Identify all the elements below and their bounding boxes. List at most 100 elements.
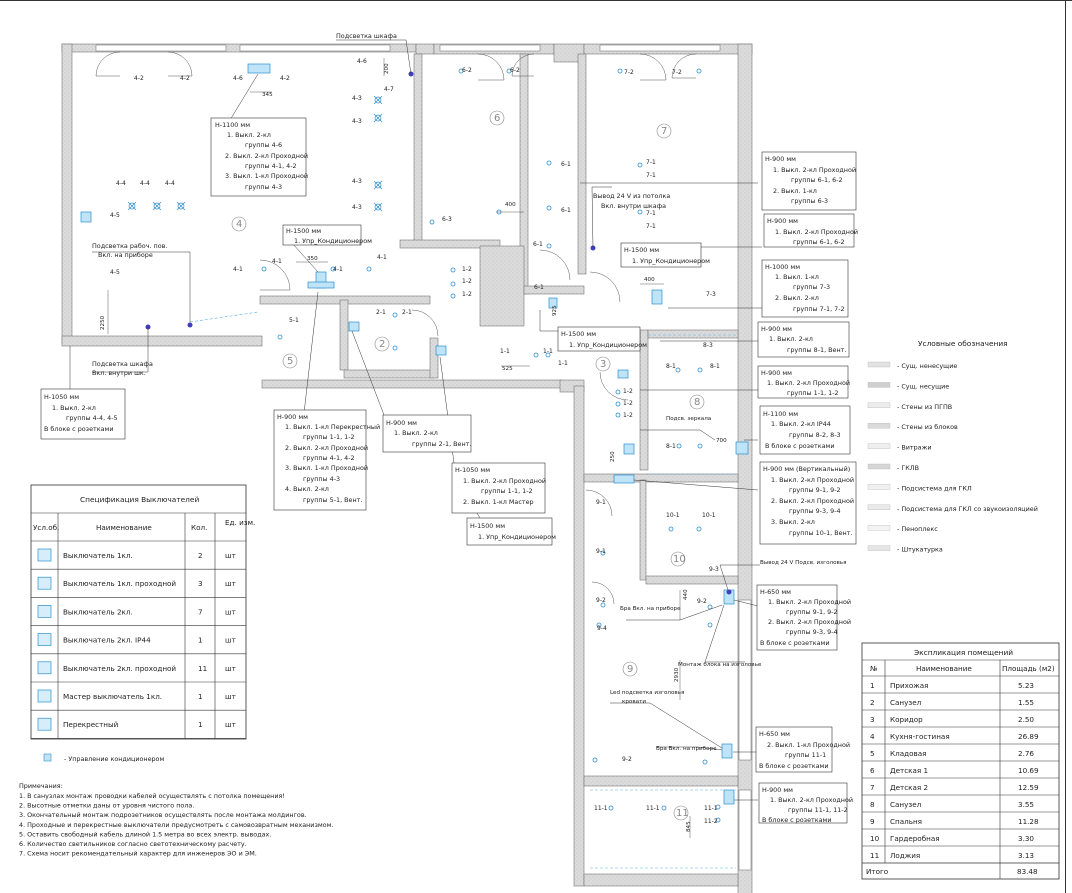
group-tag: 7-1 (646, 159, 656, 166)
callout-line: группы 4-3 (303, 475, 340, 483)
switch-spec-table: Спецификация Выключателей Усл.об. Наимен… (30, 484, 255, 763)
switch-1key-icon (37, 548, 52, 562)
group-tag: 7-2 (624, 69, 634, 76)
callout-line: 2. Выкл. 2-кл (775, 294, 819, 302)
callout-line: группы 6-1, 6-2 (791, 176, 843, 184)
dimension-value: 200 (384, 63, 390, 74)
group-tag: 1-2 (623, 412, 633, 419)
group-tag: 9-4 (597, 625, 607, 632)
dimension-value: 525 (502, 366, 513, 372)
room-number: 2 (379, 339, 385, 350)
group-tag: 10-1 (702, 512, 716, 519)
explication-num: 7 (870, 783, 875, 792)
callout-line: группы 6-3 (791, 197, 828, 205)
legend-title: Условные обозначения (918, 339, 1008, 348)
callout-line: Подсв. зеркала (666, 416, 711, 422)
legend-item-label: - Сущ. несущие (897, 382, 949, 390)
callout-line: группы 6-1, 6-2 (793, 238, 845, 246)
spec-unit: шт (225, 579, 236, 588)
explication-name: Прихожая (890, 681, 929, 690)
group-tag: 4-1 (272, 258, 282, 265)
note-line: 3. Окончательный монтаж подрозетников ос… (19, 811, 307, 819)
callout-line: группы 4-6 (245, 141, 282, 149)
spec-qty: 2 (198, 551, 203, 560)
room-number: 5 (287, 356, 293, 367)
callout-texts: Подсветка шкафа Н-1100 мм 1. Выкл. 2-кл … (44, 32, 858, 824)
group-tag: 7-2 (672, 69, 682, 76)
callout-line: группы 8-2, 8-3 (789, 431, 841, 439)
legend-item-label: - Штукатурка (897, 546, 943, 554)
callout-line: 1. Выкл. 2-кл Проходной (463, 477, 546, 485)
spec-header: Наименование (96, 523, 152, 532)
callout-line: группы 11-1 (785, 751, 826, 759)
group-tag: 4-5 (110, 269, 120, 276)
note-line: 6. Количество светильников согласно свет… (19, 840, 247, 848)
group-tag: 4-4 (116, 180, 126, 187)
ac-control-icon (43, 753, 52, 762)
spec-unit: шт (225, 664, 236, 673)
callout-line: Н-1000 мм (765, 263, 800, 271)
group-tag: 4-3 (352, 118, 362, 125)
group-tag: 8-3 (703, 342, 713, 349)
explication-num: 10 (870, 834, 880, 843)
group-tag: 1-1 (543, 348, 553, 355)
group-tag: 10-1 (666, 512, 680, 519)
dimension-value: 700 (716, 438, 727, 444)
explication-total-label: Итого (866, 867, 888, 876)
callout-line: 1. Выкл. 2-кл Проходной (768, 598, 851, 606)
explication-header: Площадь (м2) (1002, 664, 1055, 673)
explication-num: 2 (870, 698, 875, 707)
group-tag: 1-2 (462, 291, 472, 298)
group-tag: 9-1 (596, 548, 606, 555)
callout-line: Н-1500 мм (286, 227, 321, 235)
callout-line: 2. Выкл. 1-кл Мастер (463, 498, 534, 506)
callout-line: В блоке с розетками (44, 425, 114, 433)
explication-area: 3.30 (1018, 834, 1034, 843)
callout-line: Н-650 мм (760, 588, 791, 596)
explication-area: 26.89 (1018, 732, 1039, 741)
spec-qty: 3 (198, 579, 203, 588)
explication-area: 12.59 (1018, 783, 1039, 792)
callout-line: 3. Выкл. 1-кл Проходной (225, 172, 308, 180)
legend-item-label: - Пеноплекс (897, 525, 938, 533)
callout-line: Н-1100 мм (215, 121, 250, 129)
callout-line: В блоке с розетками (762, 816, 832, 824)
legend-item-label: - Подсистема для ГКЛ со звукоизоляцией (897, 505, 1038, 513)
room-number: 7 (661, 126, 667, 137)
group-tag: 6-2 (462, 67, 472, 74)
callout-line: 1. Выкл. 1-кл (775, 273, 819, 281)
group-tag: 4-2 (280, 75, 290, 82)
spec-name: Выключатель 2кл. проходной (63, 664, 176, 673)
callout-line: Подсветка шкафа (336, 32, 397, 40)
group-tag: 11-2 (704, 818, 718, 825)
explication-num: 6 (870, 766, 875, 775)
note-line: 2. Высотные отметки даны от уровня чисто… (19, 802, 194, 810)
group-tag: 6-1 (561, 207, 571, 214)
callout-line: Н-900 мм (762, 786, 793, 794)
callout-line: 1. Выкл. 2-кл Проходной (775, 228, 858, 236)
callout-line: 1. Выкл. 1-кл Перекрестный (285, 423, 380, 431)
callout-line: группы 9-1, 9-2 (789, 486, 841, 494)
group-tag: 1-2 (623, 388, 633, 395)
light-fixtures (127, 95, 383, 212)
legend-swatch (867, 525, 891, 531)
explication-name: Гардеробная (890, 834, 940, 843)
legend-item-label: - Стены из ПГПВ (897, 403, 952, 411)
spec-header: Усл.об. (33, 523, 59, 532)
callout-line: 2. Выкл. 2-кл Проходной (285, 444, 368, 452)
callout-line: Вкл. внутри шкафа (601, 202, 666, 210)
callout-line: 1. Упр_Кондиционером (294, 237, 372, 245)
group-tag: 4-6 (233, 75, 243, 82)
spec-name: Выключатель 1кл. (63, 551, 133, 560)
explication-header: Наименование (916, 664, 972, 673)
callout-line: Н-900 мм (386, 419, 417, 427)
notes-title: Примечания: (19, 782, 63, 790)
room-number: 3 (600, 359, 606, 370)
callout-line: 3. Выкл. 1-кл Проходной (285, 464, 368, 472)
callout-line: Подсветка рабоч. пов. (92, 242, 167, 250)
legend: Условные обозначения - Сущ. ненесущие- С… (867, 339, 1038, 554)
switch-2key-ip44-icon (37, 633, 52, 646)
group-tag: 4-2 (180, 75, 190, 82)
callout-line: Н-900 мм (761, 369, 792, 377)
callout-line: группы 7-3 (793, 283, 830, 291)
